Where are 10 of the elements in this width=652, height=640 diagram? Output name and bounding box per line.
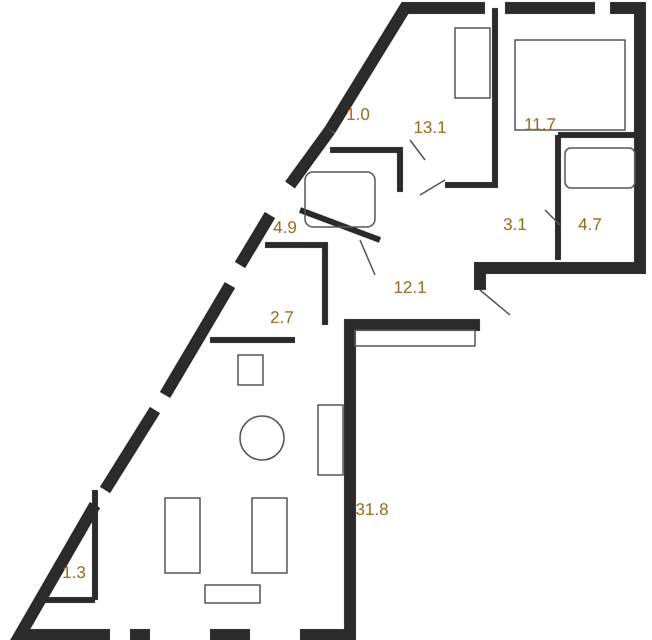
- room-area-label: 1.3: [62, 563, 86, 583]
- room-area-label: 11.7: [524, 115, 556, 135]
- room-area-label: 4.9: [273, 218, 297, 238]
- room-area-label: 1.0: [346, 105, 370, 125]
- room-area-label: 12.1: [393, 278, 427, 298]
- room-area-label: 13.1: [413, 118, 447, 138]
- room-area-label: 2.7: [270, 308, 294, 328]
- room-area-label: 4.7: [578, 215, 602, 235]
- room-area-label: 3.1: [503, 215, 527, 235]
- room-area-label: 31.8: [355, 500, 389, 520]
